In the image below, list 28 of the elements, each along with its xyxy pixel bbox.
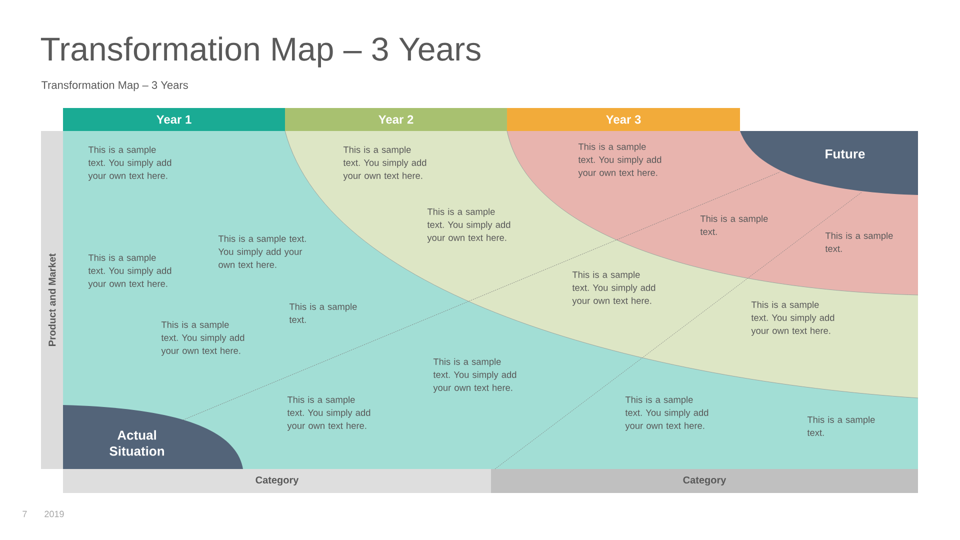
sample-text: This is a sample text. You simply add your own text here.	[433, 358, 516, 393]
sample-text: This is a sample text. You simply add your own text here.	[88, 254, 172, 289]
year-header: Year 2	[285, 108, 507, 131]
sample-text: This is a sample text.	[700, 215, 768, 235]
sample-text: This is a sample text. You simply add your own text here.	[88, 146, 172, 181]
sample-text: This is a sample text.	[825, 232, 893, 252]
axis-band: Product and Market	[41, 131, 64, 469]
sample-text: This is a sample text. You simply add your own text here.	[287, 396, 370, 431]
dotted-line	[182, 172, 780, 420]
category-bar: Category	[491, 469, 918, 493]
sample-text: This is a sample text. You simply add your own text here.	[343, 146, 426, 181]
sample-text: This is a sample text. You simply add your own text here.	[751, 301, 834, 336]
sample-text: This is a sample text.	[289, 303, 357, 323]
year-header: Year 3	[507, 108, 740, 131]
category-bar: Category	[63, 469, 491, 493]
page-number: 7	[22, 510, 27, 518]
year-header: Year 1	[63, 108, 285, 131]
sample-text: This is a sample text. You simply add your own text here.	[578, 143, 662, 178]
sample-text: This is a sample text. You simply add your own text here.	[427, 208, 510, 243]
sample-text: This is a sample text. You simply add your own text here.	[218, 235, 306, 268]
sample-text: This is a sample text. You simply add your own text here.	[161, 321, 244, 356]
sample-text: This is a sample text. You simply add your own text here.	[625, 396, 708, 431]
sample-text: This is a sample text. You simply add your own text here.	[572, 271, 656, 306]
title: Transformation Map – 3 Years	[40, 36, 480, 68]
subtitle: Transformation Map – 3 Years	[41, 80, 188, 92]
dotted-line	[494, 192, 862, 470]
footer-text: 2019	[44, 510, 64, 518]
sample-text: This is a sample text.	[807, 416, 875, 436]
